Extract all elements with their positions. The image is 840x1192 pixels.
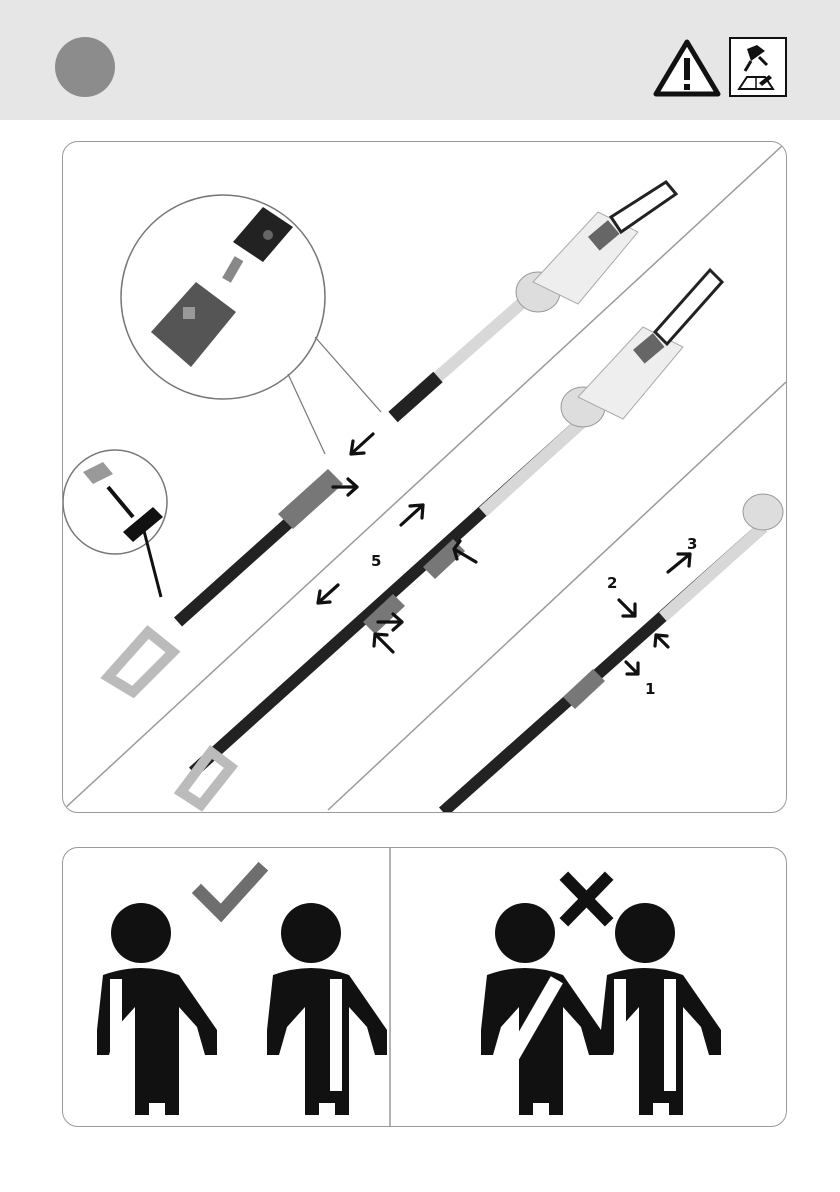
header-bar (0, 0, 840, 120)
check-mark-icon (201, 871, 259, 913)
step-label-two: 2 (607, 574, 617, 592)
zoom-detail-connector (121, 195, 381, 454)
pole-saw-adjusting-section (443, 494, 783, 812)
step-label-one: 1 (645, 680, 655, 698)
read-manual-icon (729, 37, 787, 97)
cross-mark-icon (568, 880, 605, 918)
step-marker-circle (55, 37, 115, 97)
warning-triangle-icon (653, 39, 721, 97)
assembly-illustration (63, 142, 786, 812)
step-label-three: 3 (687, 535, 697, 553)
harness-usage-panel (62, 847, 787, 1127)
person-incorrect-left (481, 903, 601, 1115)
harness-comparison (63, 848, 786, 1126)
person-correct-left (97, 903, 217, 1115)
step-label-five: 5 (371, 552, 381, 570)
assembly-illustration-panel: 5 1 2 3 (62, 141, 787, 813)
zoom-detail-connector (63, 450, 167, 597)
person-correct-right (267, 903, 387, 1115)
person-incorrect-right (601, 903, 721, 1115)
